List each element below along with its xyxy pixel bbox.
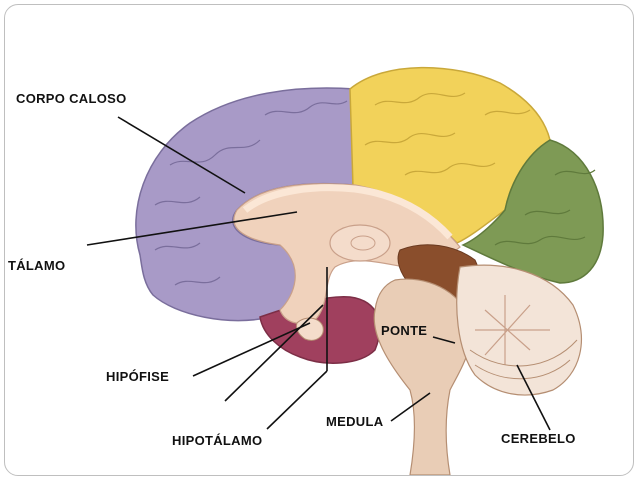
corpus-callosum (242, 184, 453, 240)
leader-medula (390, 392, 431, 422)
leader-corpo-caloso (117, 116, 246, 194)
gyri-lines (154, 92, 596, 286)
leader-talamo (86, 211, 298, 246)
slide: CORPO CALOSO TÁLAMO HIPÓFISE HIPOTÁLAMO … (4, 4, 634, 476)
label-medula: MEDULA (326, 414, 384, 429)
label-ponte: PONTE (381, 323, 428, 338)
label-talamo: TÁLAMO (8, 258, 66, 273)
label-corpo-caloso: CORPO CALOSO (16, 91, 127, 106)
leader-hipotalamo-1 (224, 304, 324, 402)
thalamus (329, 224, 391, 262)
leader-ponte (432, 336, 456, 344)
leader-cerebelo (516, 364, 551, 431)
brain-illustration (86, 66, 604, 475)
label-cerebelo: CEREBELO (501, 431, 576, 446)
leader-hipofise (192, 322, 311, 377)
label-hipotalamo: HIPOTÁLAMO (172, 433, 263, 448)
leader-hipotalamo-2 (266, 370, 328, 430)
label-hipofise: HIPÓFISE (106, 369, 170, 384)
leader-lines (86, 116, 551, 431)
